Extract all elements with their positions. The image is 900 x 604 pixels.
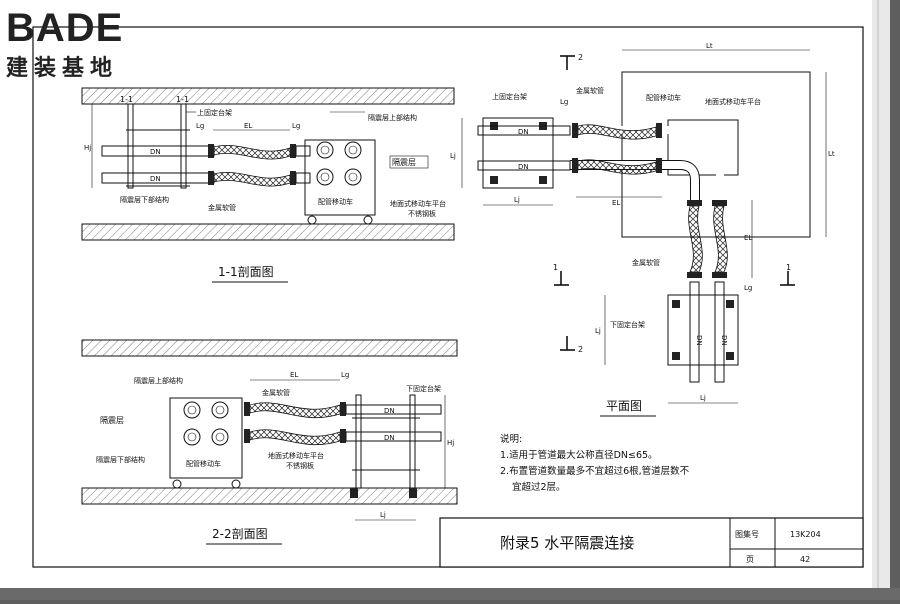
- lbl-hose-2: 金属软管: [262, 388, 290, 397]
- notes-heading: 说明:: [500, 433, 522, 445]
- lbl-platform-plan: 地面式移动车平台: [705, 97, 761, 106]
- page-number: 42: [800, 555, 810, 564]
- lbl-upper-structure-1: 隔震层上部结构: [368, 113, 417, 122]
- atlas-number: 13K204: [790, 530, 821, 539]
- cut-mark-2-bottom: 2: [578, 345, 583, 354]
- dim-lj-plan-v: Lj: [595, 327, 601, 335]
- lbl-lower-structure-2: 隔震层下部结构: [96, 455, 145, 464]
- lbl-upper-bracket-plan: 上固定台架: [492, 92, 527, 101]
- lbl-platform-2: 地面式移动车平台: [268, 451, 324, 460]
- lbl-upper-structure-2: 隔震层上部结构: [134, 376, 183, 385]
- lbl-plate-2: 不锈钢板: [286, 461, 314, 470]
- dn-label-5: DN: [518, 128, 529, 136]
- cut-mark-1-left: 1: [553, 263, 558, 272]
- dim-lg-plan-v: Lg: [744, 284, 752, 292]
- dim-el-2: EL: [290, 371, 298, 379]
- cut-mark-1-right: 1: [786, 263, 791, 272]
- dim-lj-plan-bottom: Lj: [700, 394, 706, 402]
- dn-label-8: DN: [720, 335, 728, 346]
- dim-lj-plan-b: Lj: [514, 196, 520, 204]
- section-1-1: 1-1 1-1 DN DN: [81, 87, 455, 283]
- brand-logo: BADE 建装基地: [6, 6, 123, 81]
- lbl-lower-bracket-plan: 下固定台架: [610, 320, 645, 329]
- lbl-platform-1: 地面式移动车平台: [390, 199, 446, 208]
- plan-view: 2 Lt 配管移动车 地面式移动车平台 Lt DN DN 上固定台架 金属软管 …: [450, 42, 835, 417]
- dim-lg-plan-top: Lg: [560, 98, 568, 106]
- note-1: 1.适用于管道最大公称直径DN≤65。: [500, 449, 658, 461]
- metal-hoses-1-1: [208, 144, 311, 187]
- lbl-isolation-1: 隔震层: [392, 158, 416, 167]
- lbl-hose-1: 金属软管: [208, 203, 236, 212]
- lbl-upper-bracket-1: 上固定台架: [197, 108, 232, 117]
- page-label: 页: [746, 555, 754, 564]
- lbl-lower-structure-1: 隔震层下部结构: [120, 195, 169, 204]
- dim-lj-2: Lj: [380, 511, 386, 519]
- notes-block: 说明: 1.适用于管道最大公称直径DN≤65。 2.布置管道数量最多不宜超过6根…: [500, 433, 690, 493]
- dn-label-2: DN: [150, 175, 161, 183]
- dim-lg-2: Lg: [341, 371, 349, 379]
- lbl-cart-2: 配管移动车: [186, 459, 221, 468]
- dn-label-3: DN: [384, 407, 395, 415]
- lower-bracket-plan: [667, 294, 739, 366]
- logo-subtitle: 建装基地: [6, 56, 118, 81]
- dim-lj-plan-l: Lj: [450, 152, 456, 160]
- drawing-title: 附录5 水平隔震连接: [500, 534, 634, 552]
- section-2-2: 隔震层上部结构 隔震层 隔震层下部结构 配管移动车 DN DN: [81, 339, 458, 545]
- atlas-label: 图集号: [735, 529, 759, 539]
- title-section-1-1: 1-1剖面图: [218, 265, 274, 279]
- logo-text: BADE: [6, 6, 123, 50]
- note-3: 宜超过2层。: [512, 481, 566, 493]
- dn-label-4: DN: [384, 434, 395, 442]
- title-block: 附录5 水平隔震连接 图集号 13K204 页 42: [439, 517, 864, 568]
- note-2: 2.布置管道数量最多不宜超过6根,管道层数不: [500, 465, 690, 477]
- dim-hj-1: Hj: [84, 144, 91, 152]
- dim-lg-1a: Lg: [196, 122, 204, 130]
- pipe-cart-2-2: 配管移动车: [169, 397, 243, 489]
- title-plan: 平面图: [606, 399, 642, 413]
- cut-mark-1a: 1-1: [120, 95, 133, 104]
- lbl-cart-plan: 配管移动车: [646, 93, 681, 102]
- dim-lt-h: Lt: [706, 42, 713, 50]
- dn-label-6: DN: [518, 163, 529, 171]
- lbl-isolation-2: 隔震层: [100, 416, 124, 425]
- dim-el-1: EL: [244, 122, 252, 130]
- lbl-hose-plan-top: 金属软管: [576, 86, 604, 95]
- dn-label-7: DN: [695, 335, 703, 346]
- dim-lt-v: Lt: [828, 150, 835, 158]
- title-section-2-2: 2-2剖面图: [212, 527, 268, 541]
- dim-el-plan-v: EL: [744, 234, 752, 242]
- dim-el-plan-h: EL: [612, 199, 620, 207]
- lbl-cart-1: 配管移动车: [318, 197, 353, 206]
- lbl-hose-plan-bottom: 金属软管: [632, 258, 660, 267]
- cut-mark-1b: 1-1: [176, 95, 189, 104]
- lbl-plate-1: 不锈钢板: [408, 209, 436, 218]
- dn-label-1: DN: [150, 148, 161, 156]
- pipe-cart-1-1: [304, 139, 376, 225]
- cut-mark-2-top: 2: [578, 53, 583, 62]
- dim-lg-1b: Lg: [292, 122, 300, 130]
- lbl-lower-bracket-2: 下固定台架: [406, 384, 441, 393]
- upper-bracket-plan: [482, 117, 554, 189]
- dim-hj-2: Hj: [447, 439, 454, 447]
